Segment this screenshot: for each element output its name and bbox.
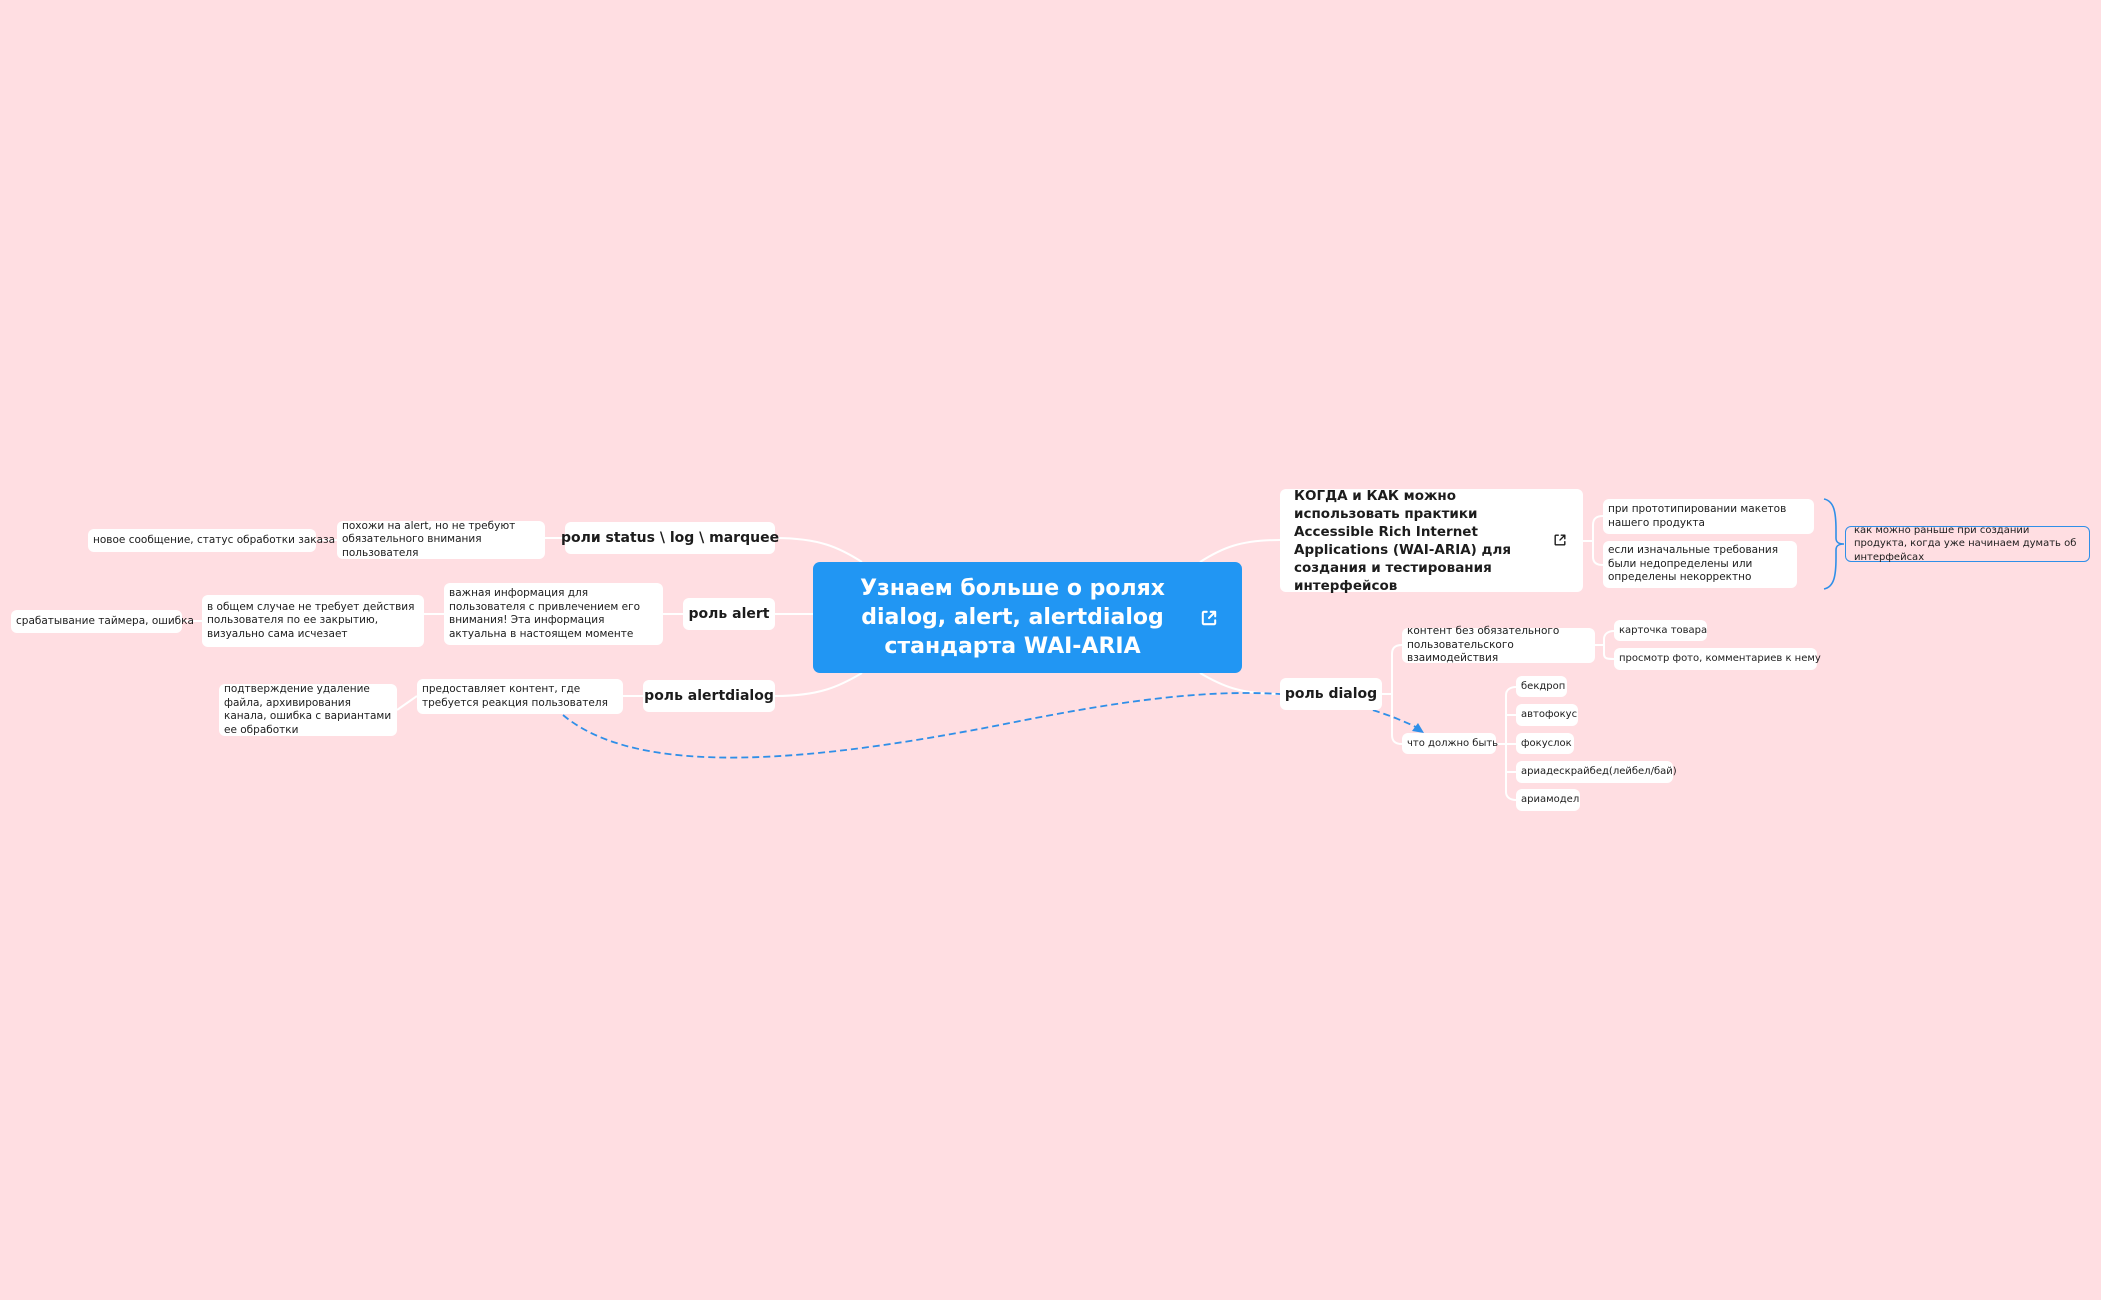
dialog-example-product-card[interactable]: карточка товара	[1614, 620, 1707, 641]
must-have-item-aria-describedby[interactable]: ариадескрайбед(лейбел/бай)	[1516, 761, 1677, 783]
external-link-icon[interactable]	[1553, 533, 1567, 547]
dialog-content-without-interaction[interactable]: контент без обязательного пользовательск…	[1402, 625, 1595, 664]
topic-status-log-marquee[interactable]: роли status \ log \ marquee	[561, 522, 779, 554]
alert-detail[interactable]: в общем случае не требует действия польз…	[202, 595, 424, 647]
dialog-must-have[interactable]: что должно быть	[1402, 733, 1498, 754]
root-topic[interactable]: Узнаем больше о ролях dialog, alert, ale…	[813, 562, 1242, 673]
alert-description[interactable]: важная информация для пользователя с при…	[444, 583, 663, 645]
when-how-child-requirements[interactable]: если изначальные требования были недопре…	[1603, 541, 1797, 588]
when-how-child-prototyping[interactable]: при прототипировании макетов нашего прод…	[1603, 499, 1814, 534]
summary-as-early-as-possible[interactable]: как можно раньше при создании продукта, …	[1845, 525, 2090, 563]
must-have-item-backdrop[interactable]: бекдроп	[1516, 676, 1567, 697]
summary-brace	[1823, 498, 1845, 590]
root-topic-title: Узнаем больше о ролях dialog, alert, ale…	[860, 576, 1165, 659]
topic-role-dialog[interactable]: роль dialog	[1280, 678, 1382, 710]
dialog-example-photo-view[interactable]: просмотр фото, комментариев к нему	[1614, 648, 1821, 670]
alertdialog-example[interactable]: подтверждение удаление файла, архивирова…	[219, 683, 397, 736]
topic-role-alertdialog[interactable]: роль alertdialog	[643, 680, 775, 712]
must-have-item-aria-modal[interactable]: ариамодел	[1516, 789, 1580, 811]
topic-role-alert[interactable]: роль alert	[683, 598, 775, 630]
alertdialog-description[interactable]: предоставляет контент, где требуется реа…	[417, 679, 623, 714]
must-have-item-autofocus[interactable]: автофокус	[1516, 704, 1578, 726]
external-link-icon[interactable]	[1200, 609, 1218, 627]
must-have-item-focuslock[interactable]: фокуслок	[1516, 733, 1574, 754]
status-example[interactable]: новое сообщение, статус обработки заказа	[88, 529, 335, 552]
status-description[interactable]: похожи на alert, но не требуют обязатель…	[337, 520, 545, 559]
topic-when-how-wai-aria[interactable]: КОГДА и КАК можно использовать практики …	[1280, 488, 1583, 594]
alert-example[interactable]: срабатывание таймера, ошибка	[11, 610, 194, 633]
relationship-arrowhead	[1412, 723, 1424, 733]
